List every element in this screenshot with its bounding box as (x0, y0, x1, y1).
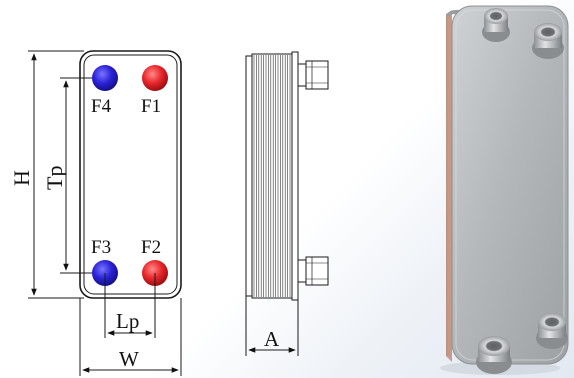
front-cover-plate (451, 5, 569, 365)
port-f4-blue (92, 65, 118, 91)
plate-stack (251, 53, 293, 299)
port-f1-red (142, 65, 168, 91)
plate-outline-outer (79, 50, 182, 299)
port-label-f4: F4 (91, 96, 112, 117)
width-label: W (119, 347, 139, 371)
side-view: A (245, 51, 329, 356)
front-view: F4 F1 F3 F2 H Tp Lp W (9, 50, 182, 376)
side-nozzle-bottom (305, 256, 329, 286)
tp-label: Tp (42, 166, 67, 190)
nozzle-top-left (482, 8, 510, 42)
nozzle-bottom-right (536, 313, 568, 349)
side-nozzle-top (305, 60, 329, 90)
plate-outline-inner (83, 54, 178, 295)
plate-stack-edge (446, 10, 452, 362)
product-render (440, 5, 569, 375)
nozzle-top-right (532, 23, 564, 59)
port-label-f3: F3 (91, 237, 111, 258)
port-label-f2: F2 (141, 237, 161, 258)
nozzle-bottom-left (476, 336, 512, 374)
lp-label: Lp (116, 309, 139, 333)
plate-ribs (253, 55, 291, 297)
port-label-f1: F1 (141, 96, 161, 117)
height-label: H (9, 170, 34, 186)
thickness-label: A (264, 327, 280, 351)
